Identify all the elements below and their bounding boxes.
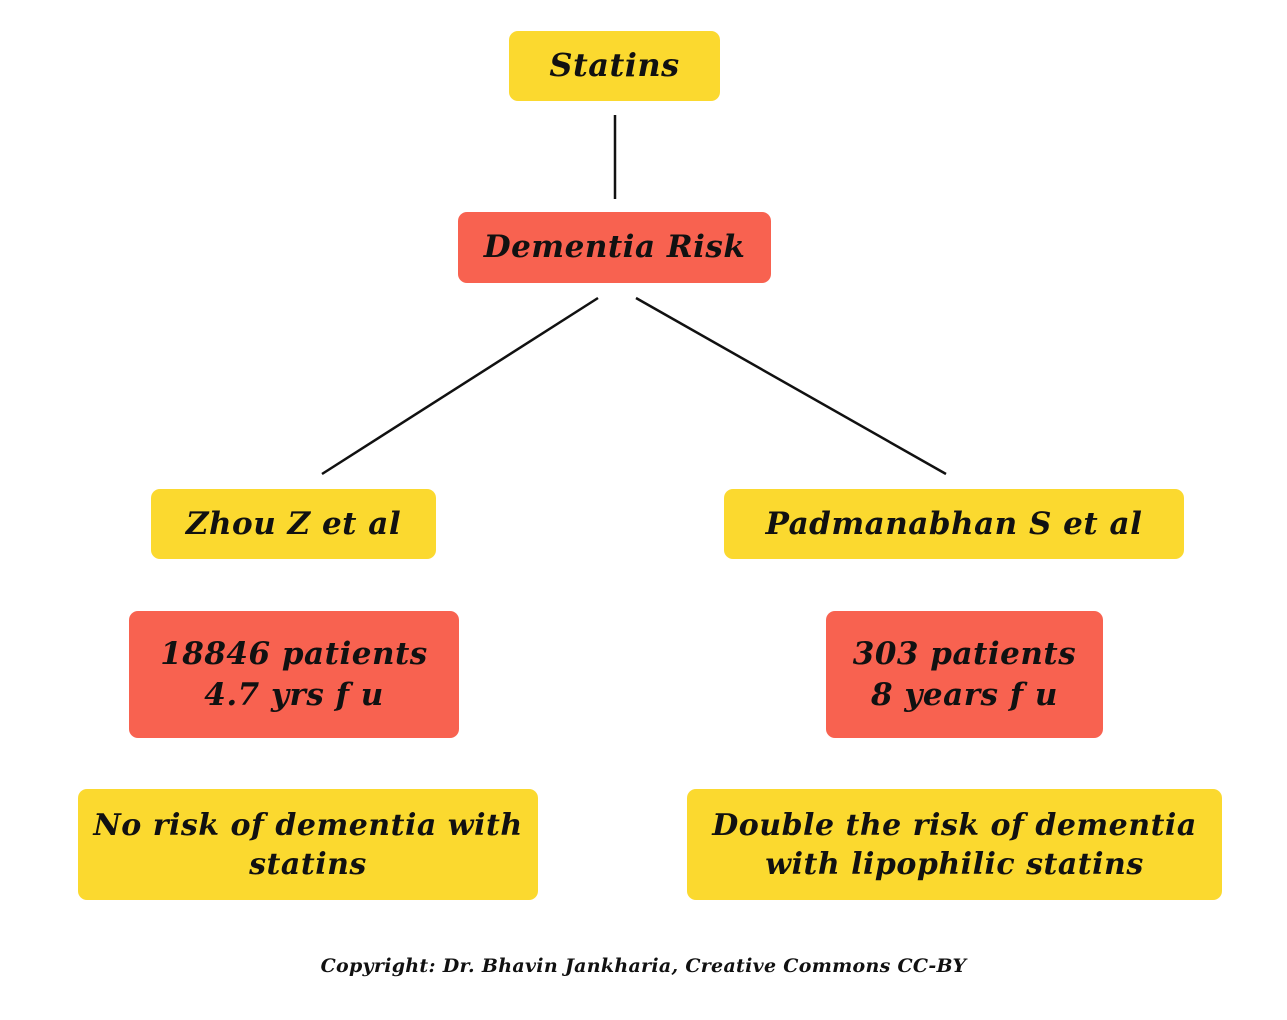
connector-dementia-to-padmanabhan	[635, 296, 947, 476]
padmanabhan-finding-line-1: Double the risk of dementia	[712, 807, 1197, 843]
connector-dementia-to-zhou	[321, 296, 599, 476]
padmanabhan-details-node: 303 patients 8 years f u	[826, 611, 1103, 738]
zhou-finding-line-1: No risk of dementia with	[93, 807, 523, 843]
copyright-notice: Copyright: Dr. Bhavin Jankharia, Creativ…	[320, 955, 967, 977]
statins-node: Statins	[509, 31, 720, 101]
zhou-study-label: Zhou Z et al	[185, 505, 402, 542]
padmanabhan-study-label: Padmanabhan S et al	[765, 505, 1143, 542]
dementia-risk-label: Dementia Risk	[483, 229, 746, 266]
zhou-details-node: 18846 patients 4.7 yrs f u	[129, 611, 459, 738]
dementia-risk-node: Dementia Risk	[458, 212, 771, 283]
zhou-finding-node: No risk of dementia with statins	[78, 789, 538, 900]
padmanabhan-study-node: Padmanabhan S et al	[724, 489, 1184, 559]
zhou-study-node: Zhou Z et al	[151, 489, 436, 559]
statins-label: Statins	[549, 46, 680, 85]
zhou-patient-count: 18846 patients	[160, 636, 428, 673]
zhou-follow-up: 4.7 yrs f u	[204, 676, 384, 713]
padmanabhan-follow-up: 8 years f u	[871, 676, 1058, 713]
padmanabhan-finding-node: Double the risk of dementia with lipophi…	[687, 789, 1222, 900]
zhou-finding-line-2: statins	[249, 846, 367, 882]
padmanabhan-patient-count: 303 patients	[852, 636, 1077, 673]
padmanabhan-finding-line-2: with lipophilic statins	[765, 846, 1144, 882]
